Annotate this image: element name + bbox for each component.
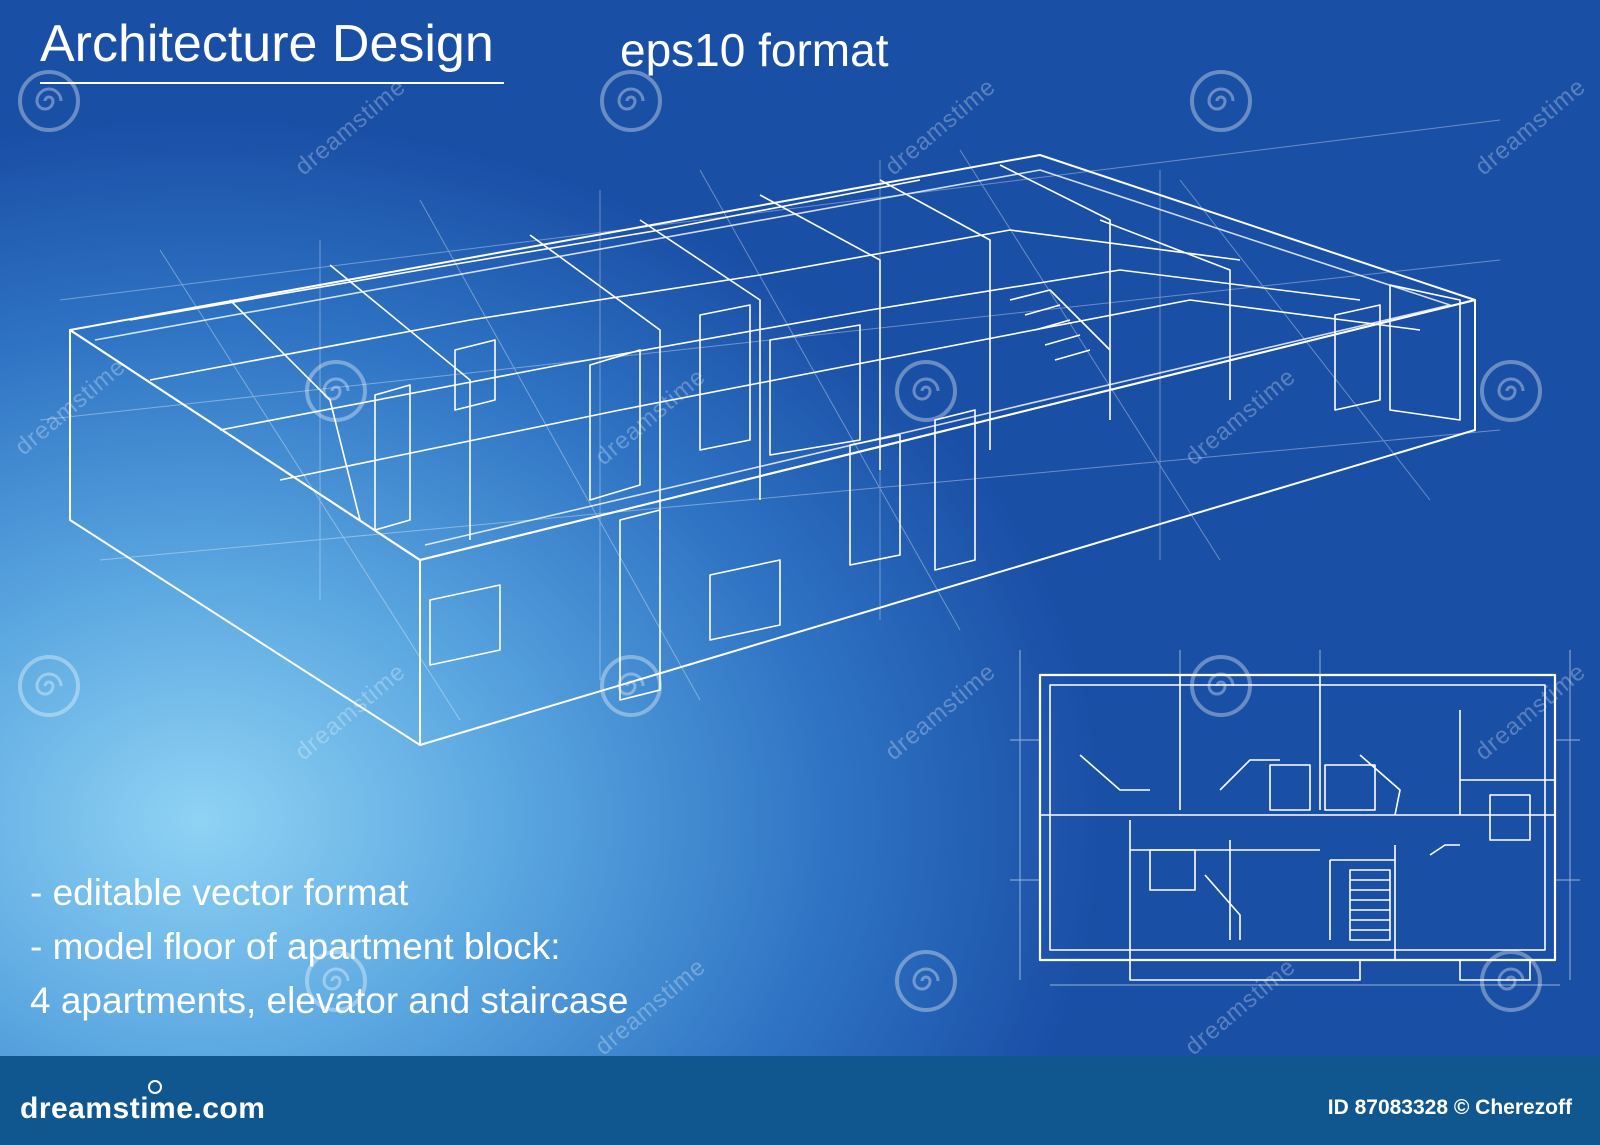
- floor-plan-diagram: [1010, 650, 1580, 986]
- spiral-logo-icon: [895, 950, 957, 1012]
- format-subtitle: eps10 format: [620, 24, 889, 76]
- page-title: Architecture Design: [40, 14, 504, 84]
- spiral-logo-icon: [600, 655, 662, 717]
- spiral-logo-icon: [1190, 655, 1252, 717]
- spiral-logo-icon: [600, 70, 662, 132]
- site-logo[interactable]: dreamstime.com: [20, 1080, 266, 1126]
- logo-dot-icon: [148, 1080, 162, 1094]
- site-name: dreamstime.com: [20, 1092, 266, 1125]
- image-credit: ID 87083328 © Cherezoff: [1327, 1096, 1572, 1119]
- spiral-logo-icon: [305, 950, 367, 1012]
- spiral-logo-icon: [1480, 360, 1542, 422]
- feature-item: - editable vector format: [30, 872, 409, 913]
- feature-item: - model floor of apartment block:: [30, 926, 561, 967]
- spiral-logo-icon: [1190, 70, 1252, 132]
- isometric-floor-model: [39, 119, 1501, 746]
- spiral-logo-icon: [18, 655, 80, 717]
- footer-bar: dreamstime.com ID 87083328 © Cherezoff: [0, 1056, 1600, 1145]
- feature-item: 4 apartments, elevator and staircase: [30, 980, 629, 1021]
- spiral-logo-icon: [1480, 950, 1542, 1012]
- spiral-logo-icon: [305, 360, 367, 422]
- spiral-logo-icon: [18, 70, 80, 132]
- feature-list: - editable vector format - model floor o…: [30, 866, 629, 1028]
- spiral-logo-icon: [895, 360, 957, 422]
